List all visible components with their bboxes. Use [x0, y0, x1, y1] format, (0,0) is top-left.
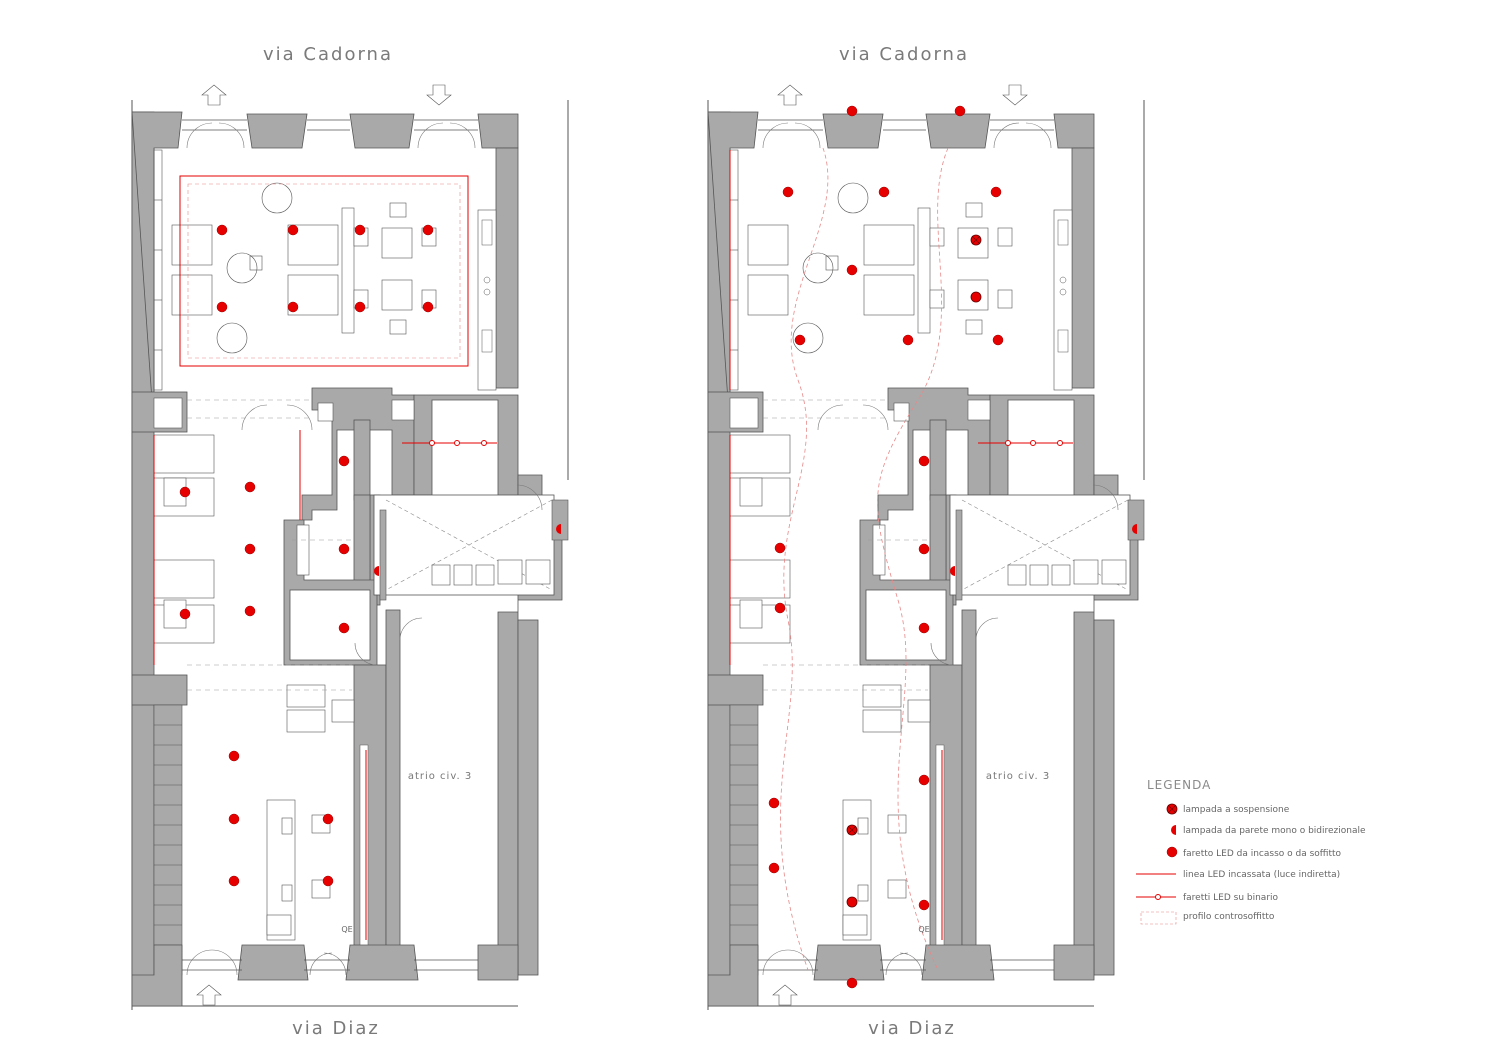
street-label-top-right: via Cadorna [839, 44, 969, 65]
legend-item-label: linea LED incassata (luce indiretta) [1183, 870, 1340, 880]
spot-lights-left [179, 224, 434, 887]
street-label-bottom-left: via Diaz [292, 1018, 380, 1039]
legend-title: LEGENDA [1147, 778, 1211, 792]
room-label-right: atrio civ. 3 [986, 771, 1050, 782]
legend-item-label: profilo controsoffitto [1183, 912, 1275, 922]
legend-item-label: lampada a sospensione [1183, 805, 1290, 815]
plan-left [131, 84, 569, 1011]
legend-item-label: lampada da parete mono o bidirezionale [1183, 826, 1366, 836]
legend: LEGENDA lampada a sospensione lampada da… [1136, 778, 1366, 925]
false-ceiling-icon [1140, 911, 1177, 925]
street-label-bottom-right: via Diaz [868, 1018, 956, 1039]
track-spot-icon [1136, 894, 1176, 900]
legend-item-label: faretto LED da incasso o da soffitto [1183, 849, 1342, 859]
pendant-lamp-icon [1166, 803, 1178, 815]
street-label-top-left: via Cadorna [263, 44, 393, 65]
room-label-left: atrio civ. 3 [408, 771, 472, 782]
legend-item-label: faretti LED su binario [1183, 893, 1279, 903]
wall-lamp-icon [1171, 825, 1176, 835]
recessed-spot-icon [1166, 846, 1178, 858]
panel-label-right: QE [918, 925, 929, 934]
plan-right [707, 84, 1145, 1011]
panel-label-left: QE [341, 925, 352, 934]
spot-lights-right [768, 105, 1004, 989]
